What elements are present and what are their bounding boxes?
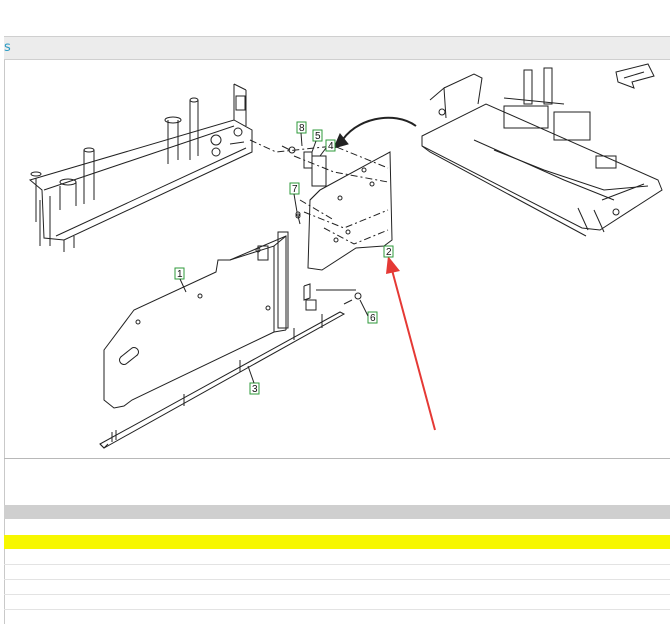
callout-4[interactable]: 4 <box>319 139 336 157</box>
callout-8[interactable]: 8 <box>296 121 307 147</box>
callout-2[interactable]: 2 <box>383 245 394 258</box>
toolbar: s <box>4 36 670 60</box>
beam-assembly <box>28 83 253 252</box>
section-divider <box>4 458 670 459</box>
part-3-rail <box>99 283 356 449</box>
table-row-line <box>4 579 670 580</box>
svg-text:8: 8 <box>299 123 305 134</box>
part-1-panel <box>103 231 289 409</box>
leader-lines <box>249 139 389 245</box>
callout-7[interactable]: 7 <box>289 182 300 213</box>
toolbar-icon[interactable]: s <box>4 40 11 55</box>
red-annotation-arrow <box>386 256 436 431</box>
bracket-parts <box>281 145 327 225</box>
svg-text:5: 5 <box>315 131 321 142</box>
callout-6[interactable]: 6 <box>359 299 378 324</box>
svg-text:3: 3 <box>252 384 258 395</box>
selected-row[interactable] <box>4 505 670 519</box>
svg-text:1: 1 <box>177 269 183 280</box>
callout-3[interactable]: 3 <box>247 365 260 395</box>
part-7-screw <box>295 213 301 219</box>
left-border <box>4 36 5 624</box>
exploded-view-drawing: 1 2 3 4 5 <box>28 63 663 449</box>
svg-text:7: 7 <box>292 184 298 195</box>
machine-overview <box>421 67 663 237</box>
svg-text:2: 2 <box>386 247 392 258</box>
table-row-line <box>4 609 670 610</box>
direction-arrow-icon <box>615 63 655 89</box>
table-row-line <box>4 594 670 595</box>
callout-5[interactable]: 5 <box>311 129 323 153</box>
highlighted-row[interactable] <box>4 535 670 549</box>
transition-arrow <box>333 116 417 149</box>
svg-text:4: 4 <box>328 141 334 152</box>
part-6-bolt <box>343 292 362 305</box>
part-2-plate <box>307 151 393 271</box>
table-row-line <box>4 564 670 565</box>
parts-diagram: 1 2 3 4 5 <box>4 60 670 460</box>
svg-text:6: 6 <box>370 313 376 324</box>
callout-1[interactable]: 1 <box>174 267 187 293</box>
